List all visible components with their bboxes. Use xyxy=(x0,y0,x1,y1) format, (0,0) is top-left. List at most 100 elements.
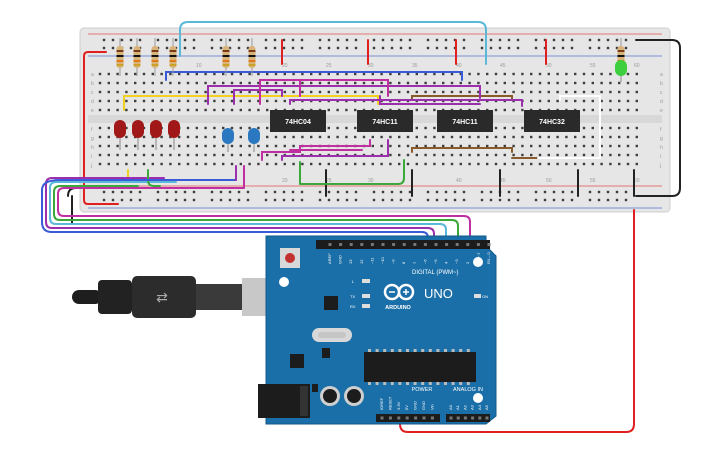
digital-label: DIGITAL (PWM~) xyxy=(412,270,459,276)
purple-jumper[interactable] xyxy=(289,99,523,107)
led-green[interactable] xyxy=(615,60,627,82)
row-letter: g xyxy=(660,136,663,142)
digital-pin-label: 8 xyxy=(401,261,406,264)
row-letter: i xyxy=(660,154,661,160)
white-jumper[interactable] xyxy=(537,95,601,159)
power-pin-label: RESET xyxy=(387,396,392,410)
resistor[interactable] xyxy=(133,38,141,76)
brown-jumper[interactable] xyxy=(411,95,513,101)
row-letter: h xyxy=(660,145,663,151)
mount-hole xyxy=(473,393,483,403)
purple-jumper[interactable] xyxy=(281,139,389,161)
chip-label: 74HC11 xyxy=(372,119,397,126)
l-label: L xyxy=(352,279,355,284)
col-num: 40 xyxy=(456,178,462,184)
green-wire-chip[interactable] xyxy=(299,159,405,185)
magenta-jumper[interactable] xyxy=(259,79,301,105)
on-led xyxy=(474,294,481,298)
digital-pin-label: 12 xyxy=(359,259,364,264)
led-blue[interactable] xyxy=(222,128,234,152)
ic-74hc32[interactable]: 74HC32 xyxy=(524,110,580,132)
voltage-regulator xyxy=(290,354,304,368)
resistor[interactable] xyxy=(248,38,256,76)
chip-label: 74HC32 xyxy=(539,119,565,126)
tx-label: TX xyxy=(350,294,355,299)
usb-connector[interactable] xyxy=(98,280,132,314)
digital-header-pins xyxy=(328,243,491,246)
ic-74hc04[interactable]: 74HC04 xyxy=(270,110,326,132)
col-num: 40 xyxy=(456,63,462,69)
green-wire-d5[interactable] xyxy=(53,185,459,247)
digital-pin-label: ~9 xyxy=(391,259,396,264)
row-letter: j xyxy=(90,163,92,169)
row-letter: b xyxy=(660,81,663,87)
analog-pin-label: A2 xyxy=(462,404,467,410)
icsp-header xyxy=(324,296,338,310)
digital-pin-label: AREF xyxy=(327,253,332,264)
long-wires xyxy=(41,21,681,433)
row-letter: d xyxy=(660,99,663,105)
brown-jumper[interactable] xyxy=(411,147,513,153)
cyan-wire[interactable] xyxy=(179,21,487,65)
tx-led xyxy=(362,294,370,298)
col-num: 10 xyxy=(196,63,202,69)
row-letter: d xyxy=(91,99,94,105)
red-wire[interactable] xyxy=(83,51,119,205)
ic-74hc11[interactable]: 74HC11 xyxy=(357,110,413,132)
resistor[interactable] xyxy=(222,38,230,76)
led-red[interactable] xyxy=(114,120,126,150)
col-num: 25 xyxy=(326,63,332,69)
blue-jumper[interactable] xyxy=(165,71,463,81)
purple-wire-d7[interactable] xyxy=(45,177,435,247)
col-num: 30 xyxy=(368,63,374,69)
magenta-jumper[interactable] xyxy=(299,79,389,97)
ic-74hc11[interactable]: 74HC11 xyxy=(437,110,493,132)
led-red[interactable] xyxy=(168,120,180,150)
digital-pin-label: GND xyxy=(338,255,343,264)
led-blue[interactable] xyxy=(248,128,260,152)
power-pin-label: Vin xyxy=(429,404,434,410)
chip-label: 74HC11 xyxy=(452,119,477,126)
magenta-wire-d4[interactable] xyxy=(57,165,471,247)
col-num: 55 xyxy=(590,63,596,69)
resistor[interactable] xyxy=(151,38,159,76)
cyan-wire-d6[interactable] xyxy=(49,181,447,247)
on-label: ON xyxy=(482,294,488,299)
blue-wire-d8[interactable] xyxy=(41,179,429,247)
power-pin-label: 5V xyxy=(404,405,409,410)
col-num: 30 xyxy=(368,178,374,184)
col-num: 25 xyxy=(326,178,332,184)
purple-jumper[interactable] xyxy=(207,85,481,105)
digital-pin-label: ~3 xyxy=(454,259,459,264)
usb-cable: ⇄ xyxy=(72,276,274,318)
digital-pin-label: 13 xyxy=(348,259,353,264)
resistor[interactable] xyxy=(116,38,124,76)
resistor[interactable] xyxy=(169,38,177,76)
l-led xyxy=(362,279,370,283)
usb-connector-body[interactable] xyxy=(132,276,196,318)
power-label: POWER xyxy=(412,387,433,393)
row-letter: e xyxy=(660,108,663,114)
purple-jumper[interactable] xyxy=(233,89,283,105)
led-red[interactable] xyxy=(150,120,162,150)
ic-chips: 74HC04 74HC11 74HC11 74HC32 xyxy=(270,110,580,132)
reset-button-cap[interactable] xyxy=(285,253,295,263)
digital-pin-label: TX→1 xyxy=(475,252,480,264)
black-wire[interactable] xyxy=(635,39,681,197)
led-red[interactable] xyxy=(132,120,144,150)
purple-jumper[interactable] xyxy=(379,95,481,105)
row-letter: e xyxy=(91,108,94,114)
col-num: 20 xyxy=(282,63,288,69)
short-jumpers xyxy=(123,39,635,197)
usb-icon: ⇄ xyxy=(156,290,168,306)
analog-pin-label: A4 xyxy=(477,404,482,410)
digital-pin-label: 7 xyxy=(412,261,417,264)
rx-label: RX xyxy=(350,304,356,309)
red-power-wire[interactable] xyxy=(399,209,635,433)
cable xyxy=(72,290,102,304)
row-letter: b xyxy=(91,81,94,87)
row-letter: c xyxy=(91,90,94,96)
